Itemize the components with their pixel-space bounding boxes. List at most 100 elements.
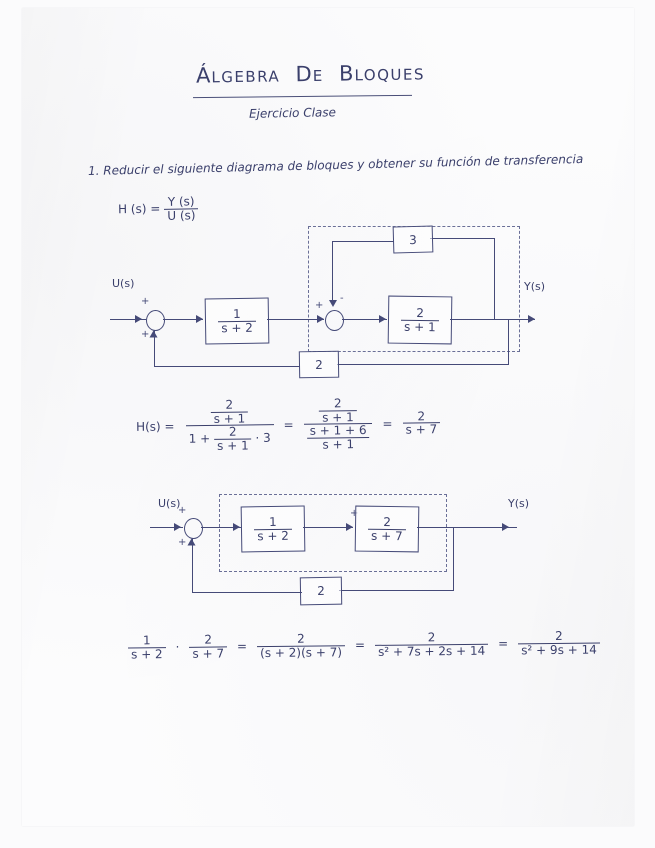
diagram2-block-g2-fraction: 2 s + 7 (368, 514, 406, 543)
diagram2-input-label: U(s) (158, 497, 181, 510)
diagram1-output-label: Y(s) (524, 280, 546, 293)
diagram2-block-g1-denominator: s + 2 (254, 528, 292, 543)
transfer-function-definition: H (s) = Y (s) U (s) (117, 194, 199, 223)
equation1-step2-den-fraction: s + 1 + 6 s + 1 (306, 423, 370, 451)
transfer-function-fraction: Y (s) U (s) (164, 194, 199, 222)
equation1-equals-2: = (382, 416, 393, 431)
title-word-algebra: LGEBRA (211, 67, 281, 87)
diagram1-wire-outer-right (337, 364, 509, 366)
equation1-step2: 2 s + 1 s + 1 + 6 s + 1 (303, 396, 373, 451)
diagram2-wire-feedback-takeoff (453, 527, 455, 590)
equation2-step1-numerator: 2 (297, 631, 305, 646)
equation-final-transfer-function: 1 s + 2 · 2 s + 7 = 2 (s + 2)(s + 7) = 2… (128, 629, 600, 661)
title-word-bloques: LOQUES (354, 65, 426, 85)
equation1-step1-den-frac-num: 2 (228, 424, 237, 439)
diagram1-arrow-output (528, 315, 535, 323)
diagram1-wire-inner-left (332, 241, 394, 243)
equation1-step2-denominator: s + 1 + 6 s + 1 (303, 423, 373, 451)
diagram1-sum2-sign-left: + (315, 300, 324, 311)
diagram2-arrow-into-g1 (233, 523, 240, 531)
equation2-step1-denominator: (s + 2)(s + 7) (257, 644, 346, 660)
diagram1-block-g1-numerator: 1 (232, 306, 241, 321)
diagram1-wire-outer-left (154, 366, 300, 368)
equation1-step1-num-fraction: 2 s + 1 (210, 397, 249, 426)
diagram1-input-label: U(s) (112, 277, 135, 290)
equation1-equals-1: = (283, 417, 294, 432)
diagram2-wire-output (417, 527, 517, 529)
equation2-result: 2 s² + 9s + 14 (518, 629, 600, 657)
diagram2-wire-input (150, 527, 183, 529)
equation1-step2-num-num: 2 (333, 396, 342, 411)
equation1-step1-denominator: 1 + 2 s + 1 · 3 (185, 424, 274, 453)
equation2-equals-3: = (498, 636, 509, 651)
equation1-label: H(s) = (135, 419, 175, 434)
equation2-term2-numerator: 2 (204, 632, 213, 647)
diagram1-arrow-into-sum1 (135, 315, 142, 323)
diagram1-wire-inner-takeoff (494, 238, 496, 320)
diagram1-block-g2-numerator: 2 (416, 305, 425, 320)
diagram2-block-g2-numerator: 2 (383, 514, 392, 529)
equation2-term1-numerator: 1 (142, 633, 151, 648)
equation2-result-denominator: s² + 9s + 14 (518, 642, 600, 657)
diagram2-arrow-into-g2 (346, 523, 353, 531)
equation1-step1-den-fraction: 2 s + 1 (214, 424, 252, 453)
equation2-term1-denominator: s + 2 (128, 646, 166, 661)
equation1-result-numerator: 2 (417, 408, 426, 424)
transfer-function-label: H (s) = (117, 201, 161, 217)
diagram2-wire-feedback-up (192, 538, 194, 593)
title-letter-e: E (312, 66, 324, 85)
diagram2-block-g1: 1 s + 2 (240, 505, 306, 553)
diagram1-summing-junction-2 (325, 310, 344, 331)
page-title: ÁLGEBRA DE BLOQUES (196, 60, 425, 87)
diagram2-wire-g1-to-g2 (303, 527, 353, 529)
equation1-step2-numerator: 2 s + 1 (303, 396, 372, 424)
diagram1-summing-junction-1 (146, 310, 165, 331)
equation1-step2-den-num: s + 1 + 6 (309, 423, 367, 438)
diagram1-wire-outer-up (154, 330, 156, 367)
diagram2-output-label: Y(s) (508, 497, 530, 510)
diagram2-block-g2-denominator: s + 7 (368, 528, 406, 543)
diagram2-block-g1-numerator: 1 (268, 514, 277, 529)
diagram2-arrow-into-sum (174, 523, 181, 531)
diagram1-block-outer-feedback-value: 2 (315, 357, 323, 372)
diagram2-series-dashed-box (219, 494, 447, 572)
diagram1-wire-g1-to-sum2 (267, 319, 324, 321)
diagram2-arrow-output (502, 523, 509, 531)
equation2-term2-denominator: s + 7 (189, 646, 228, 660)
diagram1-arrow-outer-into-sum1 (149, 330, 158, 338)
diagram2-sum-sign-top: + (178, 505, 187, 516)
equation1-result: 2 s + 7 (402, 408, 441, 437)
equation2-multiply-dot: · (175, 640, 180, 655)
diagram1-block-g2-denominator: s + 1 (401, 319, 439, 334)
title-letter-d: D (295, 61, 313, 87)
equation1-result-denominator: s + 7 (402, 422, 441, 437)
equation1-step2-den-den: s + 1 (306, 436, 370, 451)
diagram2-sum2-sign: + (350, 508, 359, 519)
diagram1-arrow-into-sum2 (317, 315, 324, 323)
diagram2-arrow-feedback-into-sum (187, 538, 196, 546)
diagram1-arrow-inner-into-sum2 (329, 300, 337, 307)
paper-sheet (22, 8, 634, 826)
diagram1-block-g1-denominator: s + 2 (218, 320, 256, 335)
diagram1-wire-output (450, 319, 535, 321)
equation1-step1-num-num: 2 (225, 397, 234, 412)
title-letter-a: Á (195, 63, 212, 88)
diagram1-wire-sum2-to-g2 (342, 319, 387, 321)
diagram1-sum1-sign-top: + (141, 296, 150, 307)
diagram2-block-feedback-value: 2 (317, 583, 325, 599)
equation1-step2-num-den: s + 1 (319, 409, 357, 424)
equation1-step1-den-trail: · 3 (255, 430, 271, 446)
equation1-step1-den-frac-den: s + 1 (214, 438, 252, 453)
diagram1-block-inner-feedback: 3 (392, 225, 434, 254)
diagram2-sum-sign-bottom: + (178, 537, 187, 548)
diagram1-block-g1: 1 s + 2 (204, 297, 270, 345)
equation1-step1-num-den: s + 1 (210, 411, 249, 426)
diagram1-sum2-sign-top: - (340, 293, 344, 304)
equation2-term2: 2 s + 7 (189, 632, 228, 660)
diagram2-block-g2: 2 s + 7 (354, 505, 420, 553)
diagram2-summing-junction (184, 518, 203, 539)
diagram1-arrow-into-g2 (379, 315, 386, 323)
diagram1-block-inner-feedback-value: 3 (408, 232, 418, 247)
equation2-step2-denominator: s² + 7s + 2s + 14 (374, 643, 489, 658)
